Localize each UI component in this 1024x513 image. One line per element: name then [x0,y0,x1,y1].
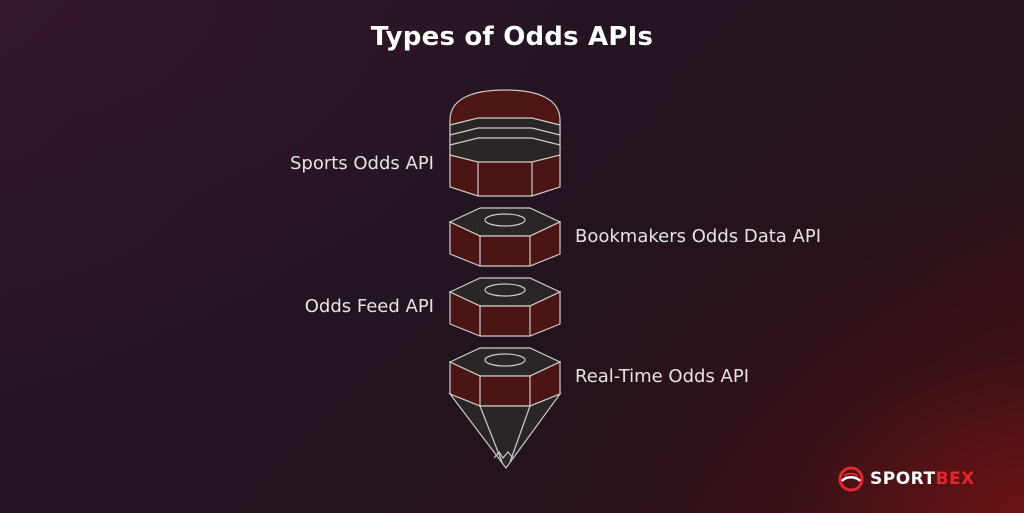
layer-bookmakers-odds-data-api-shape [448,207,562,267]
page-title: Types of Odds APIs [370,22,654,52]
label-odds-feed-api: Odds Feed API [304,296,434,317]
label-bookmakers-odds-data-api: Bookmakers Odds Data API [575,226,822,247]
label-sports-odds-api: Sports Odds API [289,153,434,174]
layer-real-time-odds-api-shape [448,347,562,470]
sportbex-logo: SPORTBEX [838,466,975,492]
layer-sports-odds-api-shape [449,89,561,197]
layer-odds-feed-api-shape [448,277,562,337]
sportbex-logo-text: SPORTBEX [870,469,975,489]
label-real-time-odds-api: Real-Time Odds API [575,366,750,387]
sportbex-logo-icon [838,466,864,492]
